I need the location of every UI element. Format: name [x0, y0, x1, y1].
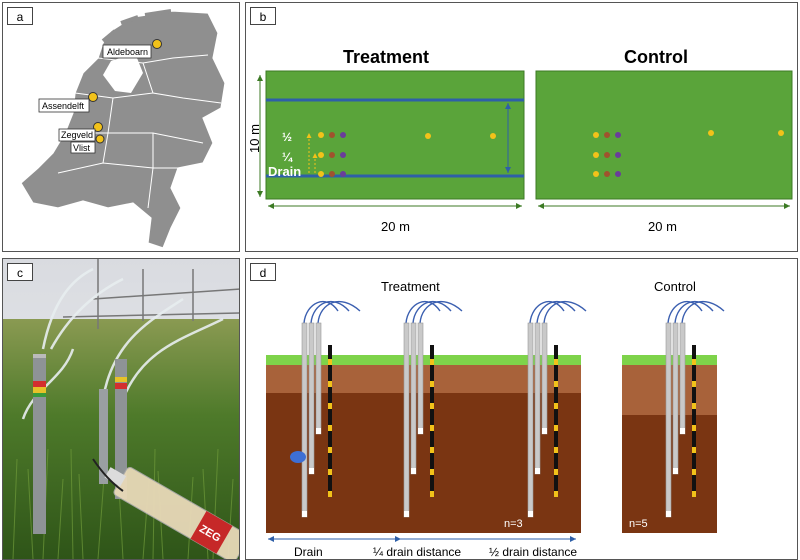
sampler-group-control	[665, 300, 725, 518]
panel-label-a: a	[7, 7, 33, 25]
width-label-control: 20 m	[648, 219, 677, 234]
x-label-half: ½ drain distance	[489, 545, 577, 559]
width-label-treatment: 20 m	[381, 219, 410, 234]
site-marker-assendelft	[88, 92, 98, 102]
control-sampler-extra-1	[708, 130, 714, 136]
panel-label-d: d	[250, 263, 276, 281]
soil-profile-diagram: Treatment Control n=3 n=5 Drain ¼ drain …	[266, 279, 725, 559]
control-plot	[535, 70, 793, 200]
half-label: ½	[282, 130, 292, 144]
site-label-vlist: Vlist	[73, 143, 91, 153]
treatment-plot	[265, 70, 525, 200]
ijsselmeer	[103, 53, 143, 93]
panel-label-c: c	[7, 263, 33, 281]
profile-control-title: Control	[654, 279, 696, 294]
treatment-sampler-grid	[318, 132, 346, 177]
drain-label: Drain	[268, 164, 301, 179]
netherlands-map: Aldeboarn Assendelft Zegveld Vlist	[20, 9, 226, 249]
sampler-groups	[301, 300, 725, 518]
control-sampler-extra-2	[778, 130, 784, 136]
site-marker-aldeboarn	[152, 39, 162, 49]
treatment-sampler-extra-1	[425, 133, 431, 139]
panel-label-b: b	[250, 7, 276, 25]
quarter-label: ¼	[282, 150, 293, 164]
field-layout-diagram: Treatment Control 10 m 20 m 20 m ½ ¼ Dra…	[247, 47, 793, 234]
x-label-quarter: ¼ drain distance	[373, 545, 461, 559]
profile-treatment-title: Treatment	[381, 279, 440, 294]
panel-a-map: a Aldeboarn Assendelft	[2, 2, 240, 252]
treatment-sampler-extra-2	[490, 133, 496, 139]
sampler-middle	[115, 359, 127, 499]
field-photo: ZEG	[3, 259, 239, 559]
x-label-drain: Drain	[294, 545, 323, 559]
sampler-group-half	[527, 300, 587, 518]
control-sampler-grid	[593, 132, 621, 177]
sampler-small	[99, 389, 108, 484]
site-marker-zegveld	[93, 122, 103, 132]
n-treatment-label: n=3	[504, 518, 523, 530]
syringe: ZEG	[104, 466, 239, 559]
panel-b-field-layout: b Treatment Control 10 m 20 m 20 m ½ ¼ D…	[245, 2, 798, 252]
panel-c-field-photo: c	[2, 258, 240, 560]
sampler-group-drain	[301, 300, 361, 518]
treatment-title: Treatment	[343, 47, 429, 67]
sampler-left	[33, 354, 46, 534]
site-marker-vlist	[95, 134, 105, 144]
height-label: 10 m	[247, 124, 262, 153]
groundwater-marker	[290, 451, 306, 463]
panel-d-soil-profile: d Treatment Control n=3 n=5 Drain ¼ drai…	[245, 258, 798, 560]
site-label-aldeboarn: Aldeboarn	[107, 47, 148, 57]
site-label-zegveld: Zegveld	[61, 130, 93, 140]
site-label-assendelft: Assendelft	[42, 101, 85, 111]
netherlands-land	[20, 10, 226, 249]
sampler-group-quarter	[403, 300, 463, 518]
control-title: Control	[624, 47, 688, 67]
n-control-label: n=5	[629, 518, 648, 530]
sampler-tubes	[21, 267, 224, 420]
